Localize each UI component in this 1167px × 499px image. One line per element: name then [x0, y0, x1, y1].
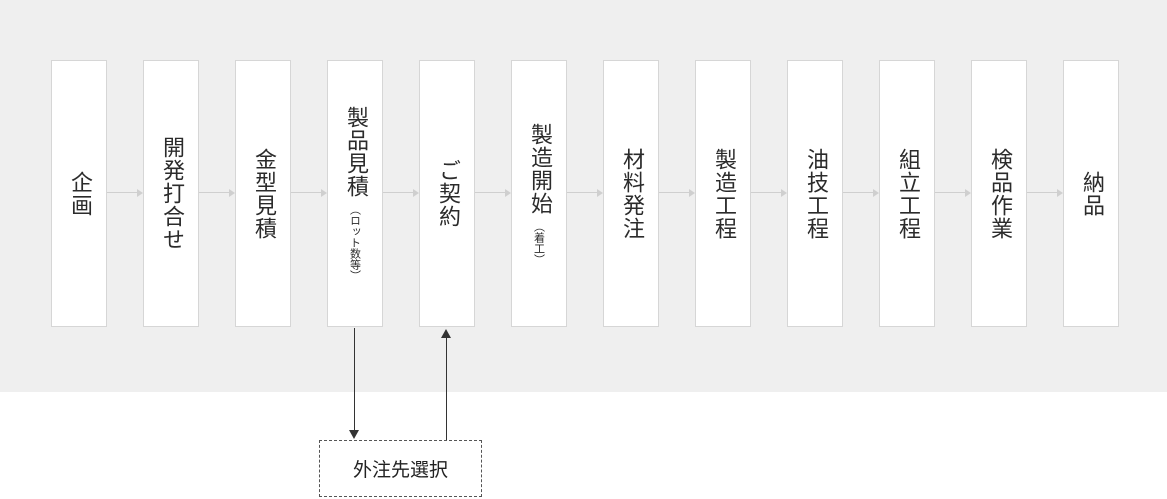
step-label: 材料発注 — [619, 147, 644, 240]
step-development-meeting: 開発打合せ — [143, 60, 199, 327]
outsource-selection-box: 外注先選択 — [319, 440, 482, 497]
connector-line — [107, 192, 137, 193]
up-arrow-icon — [441, 329, 451, 338]
connector-line — [475, 192, 505, 193]
step-label: 製造開始（着工） — [527, 122, 552, 265]
connector-arrow-icon — [781, 189, 787, 197]
up-arrow-line — [446, 338, 447, 440]
connector-line — [567, 192, 597, 193]
connector-line — [935, 192, 965, 193]
step-inspection: 検品作業 — [971, 60, 1027, 327]
step-mold-estimate: 金型見積 — [235, 60, 291, 327]
step-label: 金型見積 — [251, 147, 276, 240]
step-planning: 企画 — [51, 60, 107, 327]
connector-arrow-icon — [873, 189, 879, 197]
step-delivery: 納品 — [1063, 60, 1119, 327]
connector-line — [659, 192, 689, 193]
step-label: 油技工程 — [803, 147, 828, 240]
outsource-selection-label: 外注先選択 — [352, 459, 448, 481]
connector-line — [199, 192, 229, 193]
step-label: 開発打合せ — [159, 136, 184, 251]
connector-arrow-icon — [965, 189, 971, 197]
step-label: ご契約 — [435, 159, 460, 228]
step-label: 製品見積（ロット数等） — [343, 106, 368, 281]
connector-arrow-icon — [505, 189, 511, 197]
step-contract: ご契約 — [419, 60, 475, 327]
connector-line — [751, 192, 781, 193]
step-material-order: 材料発注 — [603, 60, 659, 327]
step-label: 製造工程 — [711, 147, 736, 240]
step-sublabel: （ロット数等） — [348, 204, 362, 281]
connector-arrow-icon — [413, 189, 419, 197]
step-oil-technique-process: 油技工程 — [787, 60, 843, 327]
connector-line — [383, 192, 413, 193]
step-assembly-process: 組立工程 — [879, 60, 935, 327]
connector-arrow-icon — [321, 189, 327, 197]
connector-arrow-icon — [137, 189, 143, 197]
step-manufacturing-process: 製造工程 — [695, 60, 751, 327]
connector-line — [1027, 192, 1057, 193]
connector-line — [291, 192, 321, 193]
step-label: 納品 — [1079, 170, 1104, 217]
step-label: 組立工程 — [895, 147, 920, 240]
step-label: 検品作業 — [987, 147, 1012, 240]
connector-arrow-icon — [597, 189, 603, 197]
connector-arrow-icon — [689, 189, 695, 197]
step-product-estimate: 製品見積（ロット数等） — [327, 60, 383, 327]
down-arrow-line — [354, 328, 355, 430]
step-production-start: 製造開始（着工） — [511, 60, 567, 327]
down-arrow-icon — [349, 430, 359, 439]
connector-arrow-icon — [1057, 189, 1063, 197]
connector-arrow-icon — [229, 189, 235, 197]
step-label: 企画 — [67, 170, 92, 217]
connector-line — [843, 192, 873, 193]
step-sublabel: （着工） — [532, 220, 546, 265]
